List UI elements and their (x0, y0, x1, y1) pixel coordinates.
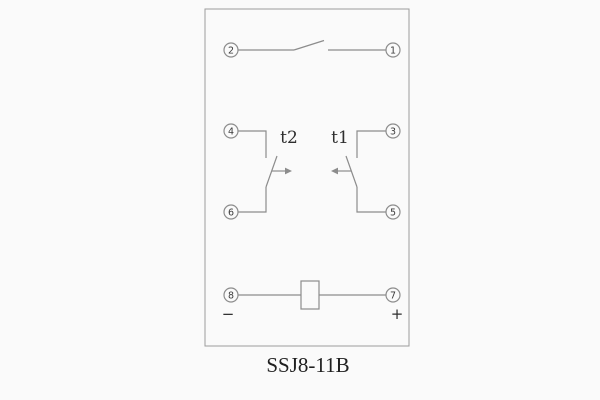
terminal-1-circle (385, 42, 401, 58)
polarity-plus-label: + (391, 305, 404, 323)
model-caption: SSJ8-11B (266, 353, 349, 377)
right-timed-contact-group: 3 5 t1 (331, 123, 401, 220)
switch-blade-right-contact (345, 155, 358, 188)
top-contact-group: 2 1 (223, 39, 401, 58)
wire-terminal4-lead (238, 130, 267, 158)
terminal-5-circle (385, 204, 401, 220)
contact-label-t2: t2 (280, 128, 298, 148)
coil-circuit-group: 8 − 7 + (222, 280, 404, 323)
coil-symbol (300, 280, 320, 310)
relay-outline-box (204, 8, 410, 347)
wire-terminal6-lead (238, 187, 267, 213)
terminal-1-number: 1 (390, 45, 396, 56)
wire-terminal5-lead (356, 187, 386, 213)
switch-blade-left-contact (265, 155, 278, 188)
switch-blade-top-contact (293, 39, 325, 51)
polarity-minus-label: − (222, 305, 235, 323)
terminal-7-circle (385, 287, 401, 303)
delay-arrow-left-icon (331, 167, 338, 175)
terminal-5-number: 5 (390, 207, 396, 218)
terminal-2-number: 2 (228, 45, 234, 56)
terminal-8-number: 8 (228, 290, 234, 301)
contact-label-t1: t1 (331, 128, 349, 148)
terminal-3-number: 3 (390, 126, 396, 137)
terminal-6-circle (223, 204, 239, 220)
terminal-7-number: 7 (390, 290, 396, 301)
delay-arrow-right-icon (285, 167, 292, 175)
wire-terminal3-lead (356, 130, 386, 158)
terminal-6-number: 6 (228, 207, 234, 218)
terminal-4-number: 4 (228, 126, 234, 137)
left-timed-contact-group: 4 6 t2 (223, 123, 298, 220)
